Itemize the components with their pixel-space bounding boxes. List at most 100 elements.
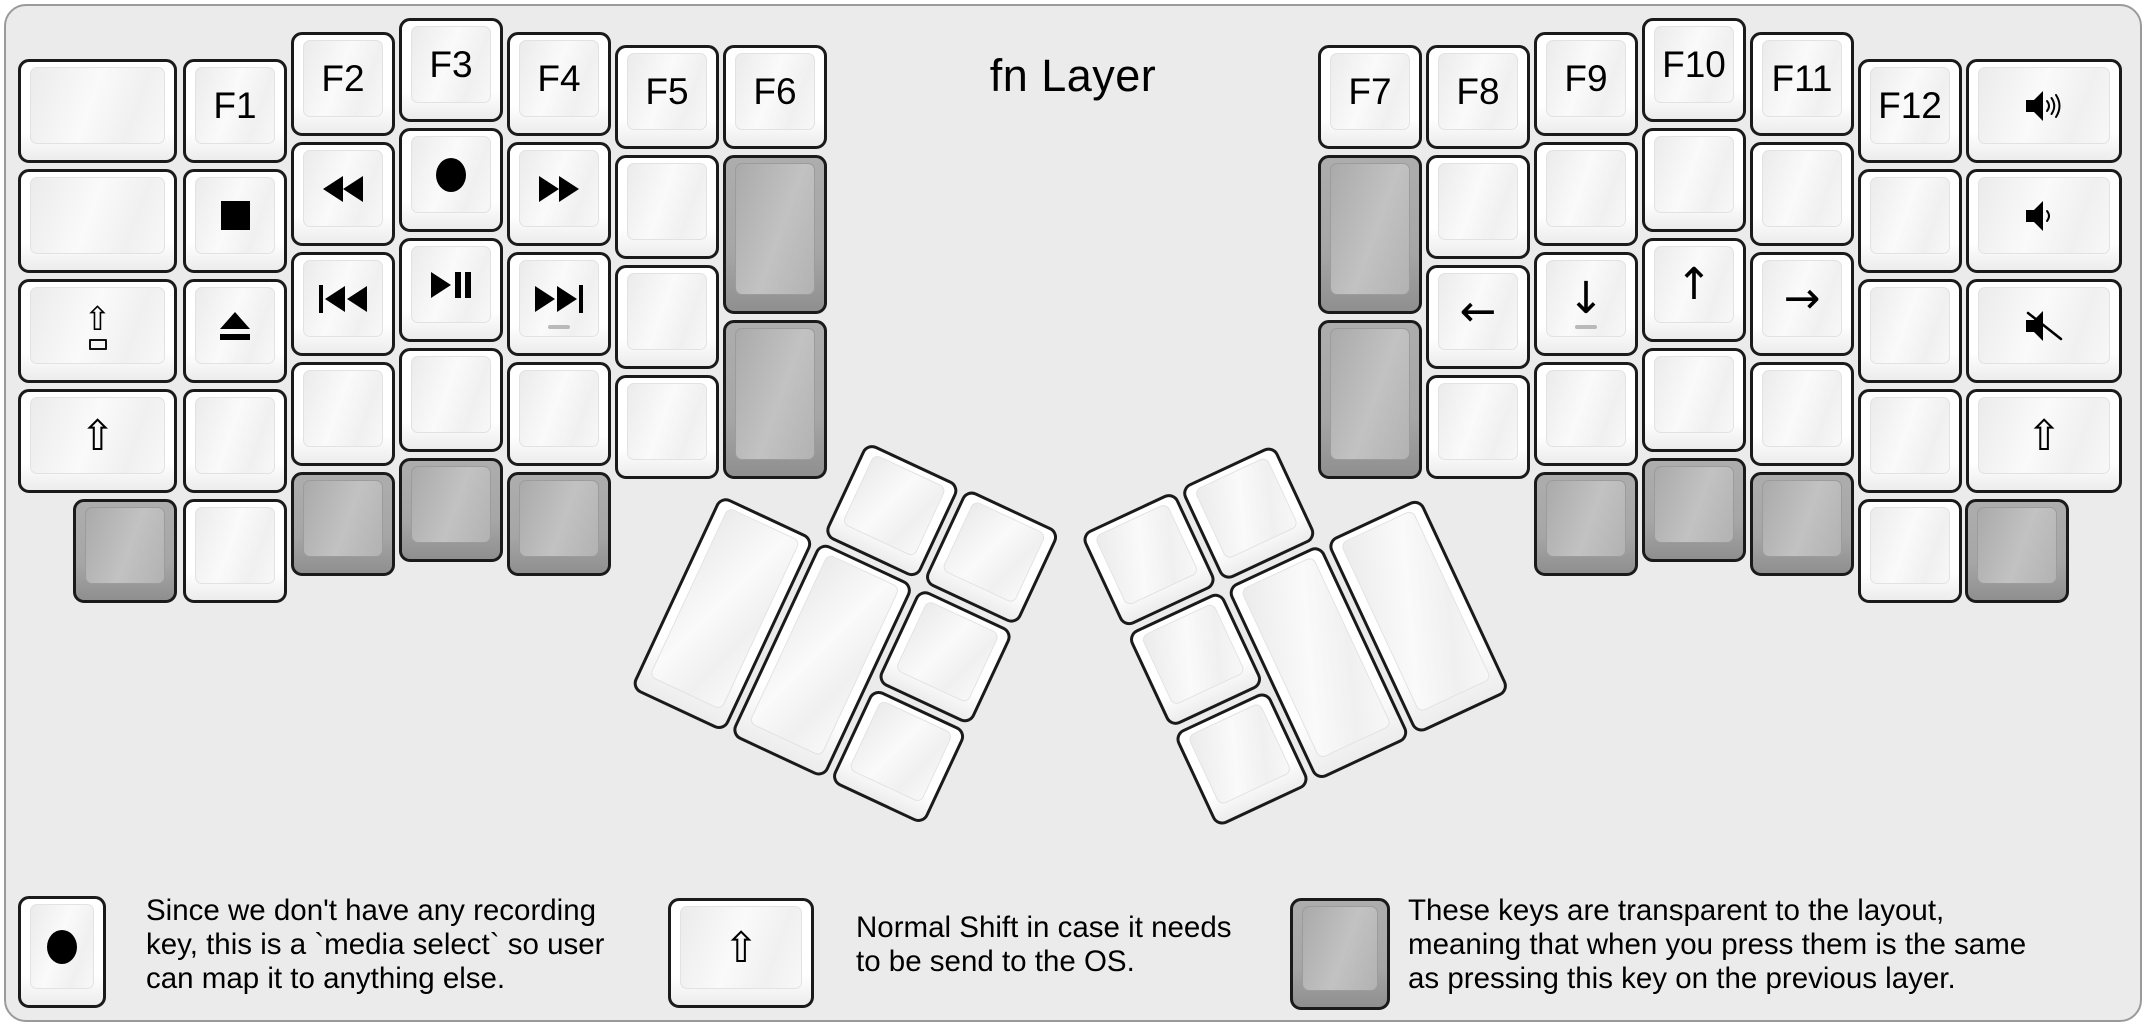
fast-forward-icon: [539, 175, 579, 202]
key-label: F7: [1348, 71, 1392, 112]
key-f10[interactable]: F10: [1642, 18, 1746, 122]
key-rewind[interactable]: [291, 142, 395, 246]
key-fast-forward[interactable]: [507, 142, 611, 246]
eject-icon: [220, 311, 250, 340]
key-f12[interactable]: F12: [1858, 59, 1962, 163]
arrow-right-icon: →: [1783, 272, 1821, 324]
key-eject[interactable]: [183, 279, 287, 383]
homing-bar: [548, 325, 570, 329]
keytop: [195, 177, 275, 254]
key-transparent[interactable]: [1965, 499, 2069, 603]
keytop: [627, 383, 707, 460]
key-blank[interactable]: [1858, 279, 1962, 383]
key-blank[interactable]: [1426, 155, 1530, 259]
keytop: F7: [1330, 53, 1410, 130]
key-transparent[interactable]: [291, 472, 395, 576]
keytop: [1546, 370, 1626, 447]
keytop: F10: [1654, 26, 1734, 103]
shift-icon: ⇧: [79, 410, 116, 460]
next-track-icon: [534, 284, 584, 313]
key-transparent[interactable]: [1318, 155, 1422, 314]
keytop: [1762, 370, 1842, 447]
key-blank[interactable]: [291, 362, 395, 466]
key-f2[interactable]: F2: [291, 32, 395, 136]
key-blank[interactable]: [1858, 499, 1962, 603]
key-blank[interactable]: [615, 155, 719, 259]
key-f5[interactable]: F5: [615, 45, 719, 149]
key-transparent[interactable]: [1534, 472, 1638, 576]
key-f1[interactable]: F1: [183, 59, 287, 163]
key-transparent[interactable]: [1642, 458, 1746, 562]
key-blank[interactable]: [615, 265, 719, 369]
key-shift-left[interactable]: ⇧: [18, 389, 177, 493]
key-blank[interactable]: [1858, 169, 1962, 273]
key-prev-track[interactable]: [291, 252, 395, 356]
keytop: [195, 397, 275, 474]
record-icon: [47, 929, 77, 964]
keytop: →: [1762, 260, 1842, 337]
key-blank[interactable]: [1642, 348, 1746, 452]
key-transparent[interactable]: [1750, 472, 1854, 576]
keytop: [1978, 67, 2110, 144]
key-blank[interactable]: [183, 499, 287, 603]
keytop: [1330, 163, 1410, 295]
key-play-pause[interactable]: [399, 238, 503, 342]
key-label: F8: [1456, 71, 1500, 112]
keytop: [303, 480, 383, 557]
layer-title: fn Layer: [989, 50, 1157, 101]
key-caps-lock[interactable]: ⇧: [18, 279, 177, 383]
key-f6[interactable]: F6: [723, 45, 827, 149]
key-transparent[interactable]: [723, 320, 827, 479]
keytop: F1: [195, 67, 275, 144]
key-arrow-down[interactable]: ↓: [1534, 252, 1638, 356]
key-record[interactable]: [399, 128, 503, 232]
key-label: F12: [1878, 85, 1942, 126]
key-blank[interactable]: [1858, 389, 1962, 493]
key-arrow-up[interactable]: ↑: [1642, 238, 1746, 342]
key-transparent[interactable]: [507, 472, 611, 576]
key-next-track[interactable]: [507, 252, 611, 356]
key-blank[interactable]: [18, 169, 177, 273]
key-mute[interactable]: [1966, 279, 2122, 383]
keytop: [1977, 507, 2057, 584]
key-f7[interactable]: F7: [1318, 45, 1422, 149]
key-blank[interactable]: [1642, 128, 1746, 232]
key-transparent[interactable]: [73, 499, 177, 603]
homing-bar: [1575, 325, 1597, 329]
key-transparent[interactable]: [723, 155, 827, 314]
key-blank[interactable]: [18, 59, 177, 163]
key-blank[interactable]: [1426, 375, 1530, 479]
key-f11[interactable]: F11: [1750, 32, 1854, 136]
key-f4[interactable]: F4: [507, 32, 611, 136]
key-volume-down[interactable]: [1966, 169, 2122, 273]
key-blank[interactable]: [399, 348, 503, 452]
key-label: F4: [537, 58, 581, 99]
keytop: [1870, 287, 1950, 364]
legend-transparent-key: [1290, 898, 1390, 1010]
key-transparent[interactable]: [1318, 320, 1422, 479]
key-arrow-left[interactable]: ←: [1426, 265, 1530, 369]
key-transparent[interactable]: [399, 458, 503, 562]
key-blank[interactable]: [1750, 142, 1854, 246]
key-f8[interactable]: F8: [1426, 45, 1530, 149]
prev-track-icon: [318, 284, 368, 313]
keytop: [85, 507, 165, 584]
key-blank[interactable]: [1534, 142, 1638, 246]
mute-icon: [2022, 308, 2066, 344]
keytop: F12: [1870, 67, 1950, 144]
key-f3[interactable]: F3: [399, 18, 503, 122]
key-arrow-right[interactable]: →: [1750, 252, 1854, 356]
key-blank[interactable]: [1750, 362, 1854, 466]
key-blank[interactable]: [183, 389, 287, 493]
key-volume-up[interactable]: [1966, 59, 2122, 163]
keytop: F2: [303, 40, 383, 117]
key-blank[interactable]: [507, 362, 611, 466]
key-blank[interactable]: [615, 375, 719, 479]
key-f9[interactable]: F9: [1534, 32, 1638, 136]
key-stop[interactable]: [183, 169, 287, 273]
key-blank[interactable]: [1534, 362, 1638, 466]
keytop: F8: [1438, 53, 1518, 130]
rewind-icon: [323, 175, 363, 202]
key-shift-right[interactable]: ⇧: [1966, 389, 2122, 493]
keytop: [303, 370, 383, 447]
